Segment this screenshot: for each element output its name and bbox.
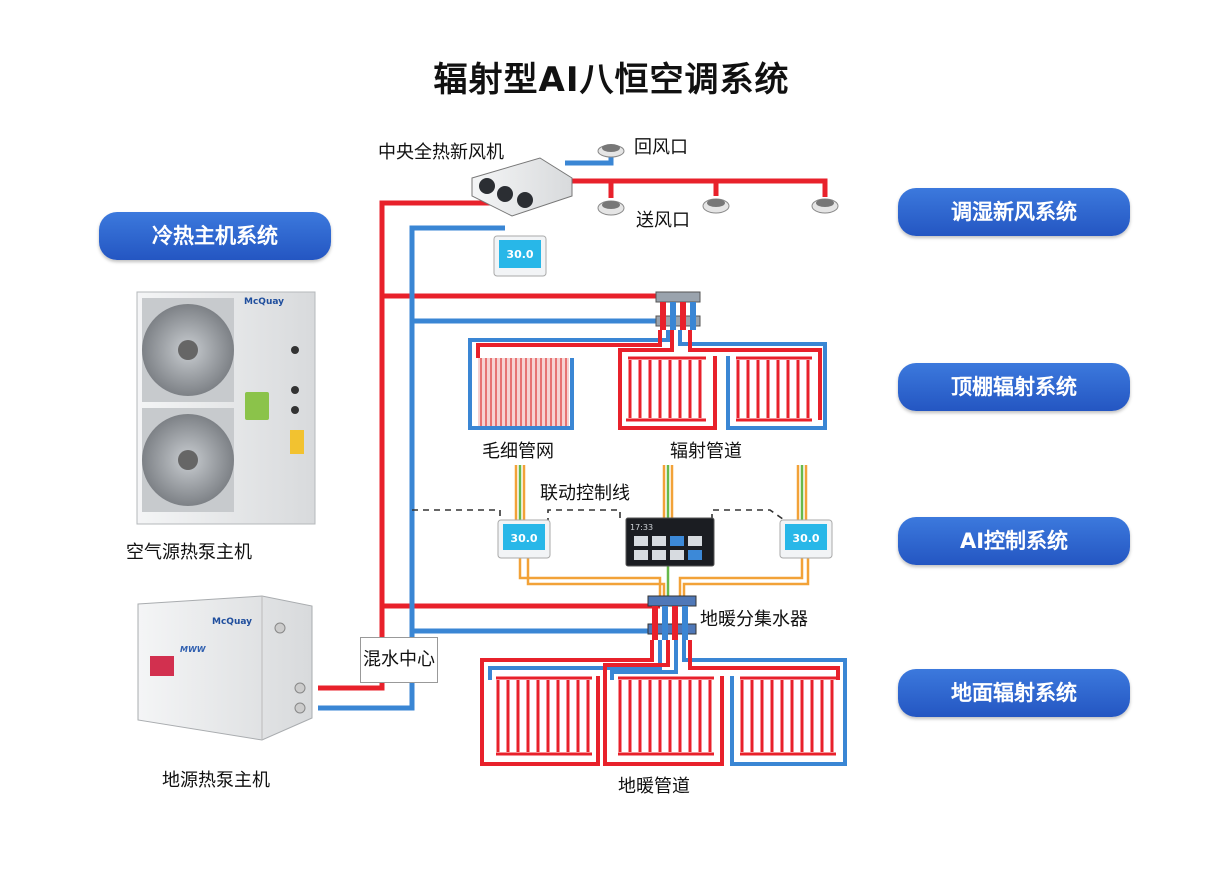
ceiling-circuits (468, 330, 827, 430)
thermostat-erv-value: 30.0 (506, 248, 533, 261)
thermostat-left (497, 519, 551, 559)
mixing-center-box: 混水中心 (360, 637, 438, 683)
label-floor-manifold: 地暖分集水器 (700, 609, 808, 630)
pill-fresh-air: 调湿新风系统 (898, 188, 1130, 236)
label-supply-vent: 送风口 (636, 210, 690, 231)
ceiling-manifold (655, 291, 701, 330)
label-floor-pipe: 地暖管道 (618, 776, 690, 797)
linkage-dashed (412, 509, 791, 525)
label-air-source: 空气源热泵主机 (126, 542, 252, 563)
air-source-heat-pump (136, 291, 316, 525)
label-central-erv: 中央全热新风机 (378, 142, 504, 163)
panel-time: 17:33 (630, 523, 653, 532)
pill-main-host: 冷热主机系统 (99, 212, 331, 260)
label-capillary: 毛细管网 (482, 441, 554, 462)
air-source-brand-logo: McQuay (244, 297, 284, 307)
capillary-mat (478, 358, 569, 426)
control-wiring (514, 236, 810, 598)
ground-source-badge: MWW (180, 645, 207, 654)
label-radiant-pipe: 辐射管道 (670, 441, 742, 462)
ground-source-brand-logo: McQuay (212, 617, 252, 627)
thermostat-left-value: 30.0 (510, 532, 537, 545)
pill-ceiling: 顶棚辐射系统 (898, 363, 1130, 411)
label-linkage-line: 联动控制线 (540, 483, 630, 504)
pill-ai-control: AI控制系统 (898, 517, 1130, 565)
pill-floor: 地面辐射系统 (898, 669, 1130, 717)
diagram-title: 辐射型AI八恒空调系统 (433, 60, 790, 100)
floor-circuits (480, 640, 847, 766)
thermostat-right-value: 30.0 (792, 532, 819, 545)
label-ground-source: 地源热泵主机 (162, 770, 270, 791)
return-pipes (318, 157, 660, 711)
erv-unit (471, 157, 573, 217)
supply-pipes (318, 178, 828, 691)
air-vents (597, 144, 839, 216)
thermostat-erv (493, 235, 547, 277)
smart-control-panel (625, 517, 715, 567)
floor-manifold (647, 595, 697, 640)
thermostat-right (779, 519, 833, 559)
ground-source-heat-pump (137, 595, 313, 741)
label-return-vent: 回风口 (634, 137, 688, 158)
